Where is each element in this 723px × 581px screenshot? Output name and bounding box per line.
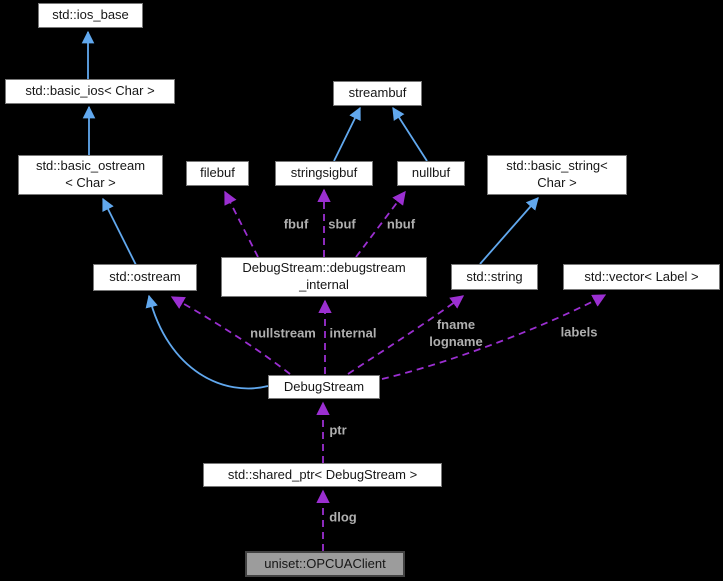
node-debugstream[interactable]: DebugStream [268, 375, 380, 399]
node-label: std::basic_ostream < Char > [35, 158, 146, 190]
node-std-basic-ostream[interactable]: std::basic_ostream < Char > [18, 155, 163, 195]
node-label: std::string [466, 268, 523, 284]
node-std-ostream[interactable]: std::ostream [93, 264, 197, 291]
inherit-edge-debugstream-ostream [145, 294, 269, 390]
usage-edge-nbuf [355, 190, 406, 258]
edge-label-ptr: ptr [329, 422, 347, 438]
usage-edge-labels [381, 294, 607, 380]
node-std-basic-ios[interactable]: std::basic_ios< Char > [5, 79, 175, 104]
edge-label-fbuf: fbuf [283, 216, 309, 232]
edge-label-nbuf: nbuf [386, 216, 416, 232]
edge-label-sbuf: sbuf [328, 216, 356, 232]
node-std-string[interactable]: std::string [451, 264, 538, 290]
node-std-ios-base[interactable]: std::ios_base [38, 3, 143, 28]
usage-edge-nullstream [170, 296, 291, 375]
usage-edge-fname-logname [347, 295, 465, 375]
node-label: uniset::OPCUAClient [264, 555, 386, 571]
edge-label-dlog: dlog [329, 509, 357, 525]
node-std-shared-ptr[interactable]: std::shared_ptr< DebugStream > [203, 463, 442, 487]
node-label: DebugStream::debugstream _internal [242, 260, 406, 292]
node-label: std::vector< Label > [584, 268, 699, 284]
inherit-edge-string-basicstring [479, 197, 539, 265]
inherit-edge-stringsigbuf-streambuf [333, 106, 361, 162]
node-label: std::ios_base [52, 7, 129, 23]
node-label: filebuf [200, 165, 235, 181]
node-debugstream-internal[interactable]: DebugStream::debugstream _internal [221, 257, 427, 297]
node-label: streambuf [348, 85, 407, 101]
node-label: stringsigbuf [290, 165, 358, 181]
edge-label-nullstream: nullstream [250, 325, 316, 341]
node-label: std::basic_ios< Char > [25, 83, 155, 99]
node-label: nullbuf [411, 165, 451, 181]
node-nullbuf[interactable]: nullbuf [397, 161, 465, 186]
edge-label-internal: internal [329, 325, 377, 341]
edge-label-labels: labels [560, 324, 598, 340]
node-uniset-opcuaclient: uniset::OPCUAClient [245, 551, 405, 577]
node-filebuf[interactable]: filebuf [186, 161, 249, 186]
node-label: std::ostream [109, 269, 181, 285]
node-streambuf[interactable]: streambuf [333, 81, 422, 106]
usage-edge-fbuf [224, 190, 259, 258]
node-label: std::basic_string< Char > [506, 158, 608, 190]
node-label: std::shared_ptr< DebugStream > [227, 466, 418, 482]
node-label: DebugStream [283, 378, 365, 394]
edge-label-fname-logname: fname logname [429, 317, 483, 349]
inherit-edge-nullbuf-streambuf [392, 106, 428, 162]
inherit-edge-ostream-basicostream [102, 197, 137, 266]
node-stringsigbuf[interactable]: stringsigbuf [275, 161, 373, 186]
node-std-basic-string[interactable]: std::basic_string< Char > [487, 155, 627, 195]
node-std-vector-label[interactable]: std::vector< Label > [563, 264, 720, 290]
